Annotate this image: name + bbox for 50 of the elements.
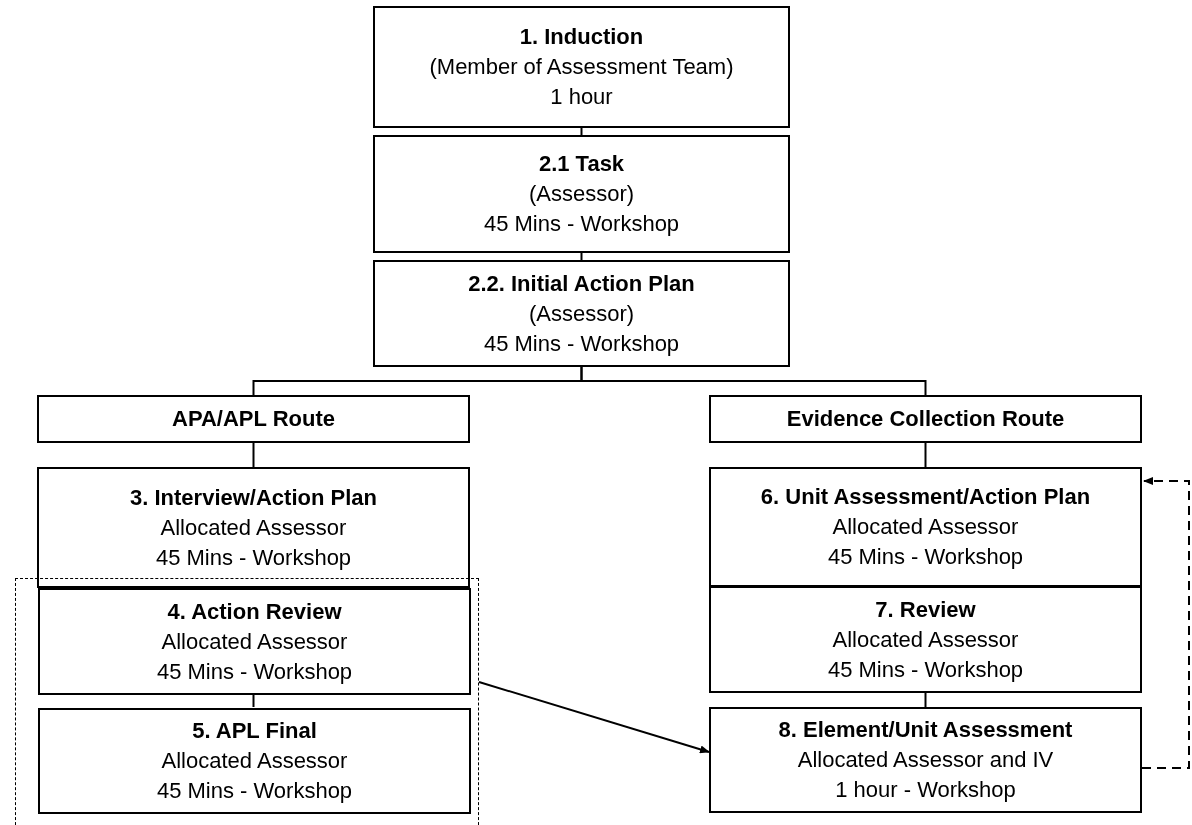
step-detail: (Assessor)	[528, 299, 635, 328]
step-detail: 45 Mins - Workshop	[483, 210, 680, 238]
step-detail: 45 Mins - Workshop	[827, 655, 1024, 684]
step-detail: Allocated Assessor	[160, 513, 347, 542]
step-detail: Allocated Assessor	[832, 625, 1019, 654]
step-detail: 45 Mins - Workshop	[156, 777, 353, 805]
connector-line	[252, 442, 255, 468]
step-title: 1. Induction	[519, 23, 644, 51]
process-box	[373, 6, 790, 128]
connector-line	[252, 693, 255, 708]
step-title: 6. Unit Assessment/Action Plan	[760, 483, 1091, 511]
dashed-group-box	[15, 578, 479, 825]
process-box	[37, 467, 470, 588]
process-box	[38, 708, 471, 814]
step-detail: 45 Mins - Workshop	[827, 543, 1024, 571]
step-detail: 45 Mins - Workshop	[156, 657, 353, 686]
step-title: 7. Review	[875, 595, 976, 624]
connector-line	[924, 692, 927, 708]
step-detail: Allocated Assessor and IV	[797, 746, 1054, 774]
process-box	[373, 135, 790, 253]
step-title: 2.1 Task	[538, 150, 625, 178]
step-title: APA/APL Route	[172, 405, 335, 433]
step-detail: Allocated Assessor	[161, 627, 348, 656]
step-title: 8. Element/Unit Assessment	[778, 716, 1073, 744]
connector-line	[580, 252, 583, 261]
arrow	[478, 681, 710, 754]
connector-line	[580, 366, 927, 396]
process-box	[38, 588, 471, 695]
route-box	[709, 395, 1142, 443]
step-detail: 45 Mins - Workshop	[155, 543, 352, 572]
step-title: 2.2. Initial Action Plan	[468, 269, 695, 298]
step-detail: (Assessor)	[528, 180, 635, 208]
step-detail: 45 Mins - Workshop	[483, 329, 680, 358]
step-detail: 1 hour - Workshop	[835, 776, 1016, 804]
route-box	[37, 395, 470, 443]
step-detail: Allocated Assessor	[161, 747, 348, 775]
process-box	[709, 707, 1142, 813]
step-title: 5. APL Final	[192, 717, 317, 745]
step-title: 4. Action Review	[167, 597, 342, 626]
step-detail: Allocated Assessor	[832, 513, 1019, 541]
connector-line	[924, 442, 927, 468]
process-box	[373, 260, 790, 367]
step-title: Evidence Collection Route	[786, 405, 1065, 433]
step-detail: 1 hour	[550, 83, 613, 111]
arrow	[1141, 477, 1190, 769]
step-detail: (Member of Assessment Team)	[429, 53, 734, 81]
step-title: 3. Interview/Action Plan	[130, 483, 377, 512]
process-box	[709, 467, 1142, 587]
connector-line	[580, 127, 583, 136]
process-box	[709, 586, 1142, 693]
